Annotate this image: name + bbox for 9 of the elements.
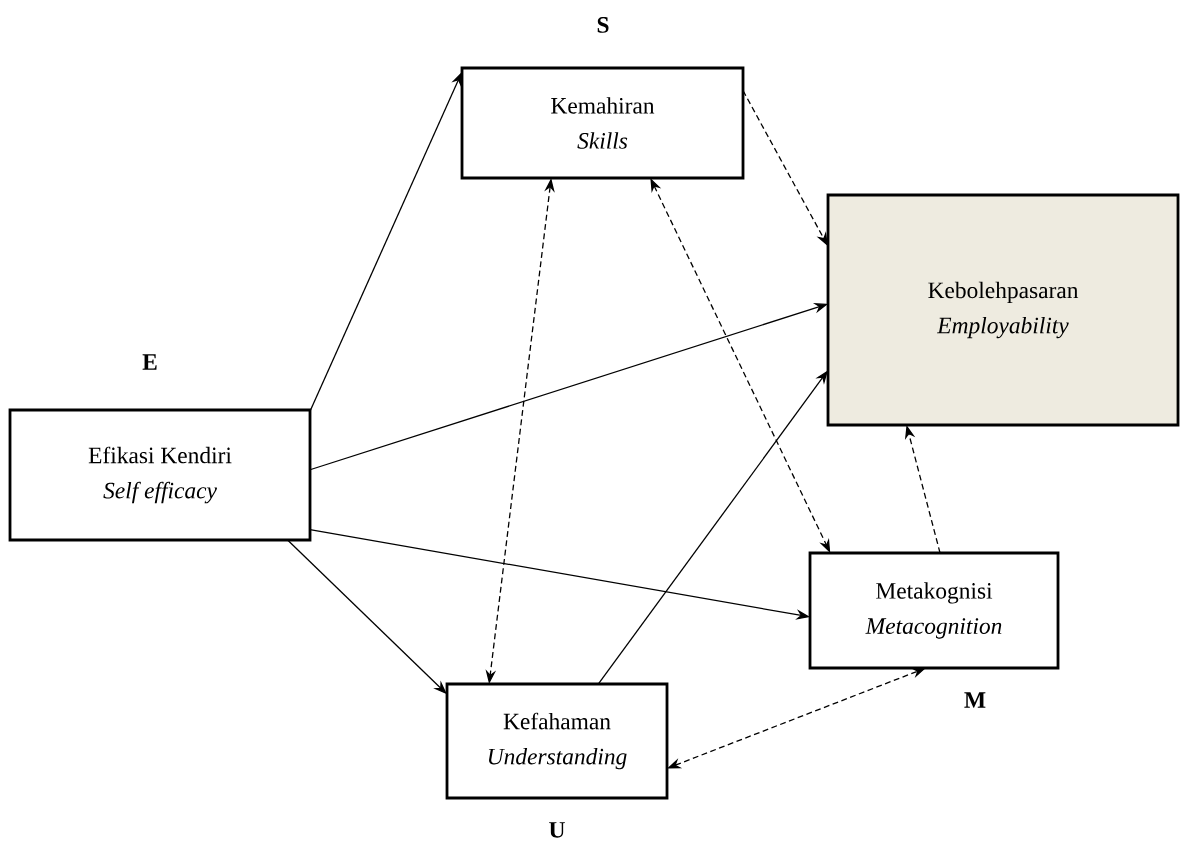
concept-box: Metakognisi Metacognition <box>808 551 1060 670</box>
node-letter: M <box>964 692 986 708</box>
concept-box: Kemahiran Skills <box>460 66 745 180</box>
concept-box: Efikasi Kendiri Self efficacy <box>8 408 312 542</box>
node-letter: S <box>597 17 609 33</box>
concept-box: Kebolehpasaran Employability <box>826 193 1180 427</box>
node-letter: E <box>142 354 157 370</box>
concept-box: Kefahaman Understanding <box>445 682 669 800</box>
node-letter: U <box>549 822 565 838</box>
